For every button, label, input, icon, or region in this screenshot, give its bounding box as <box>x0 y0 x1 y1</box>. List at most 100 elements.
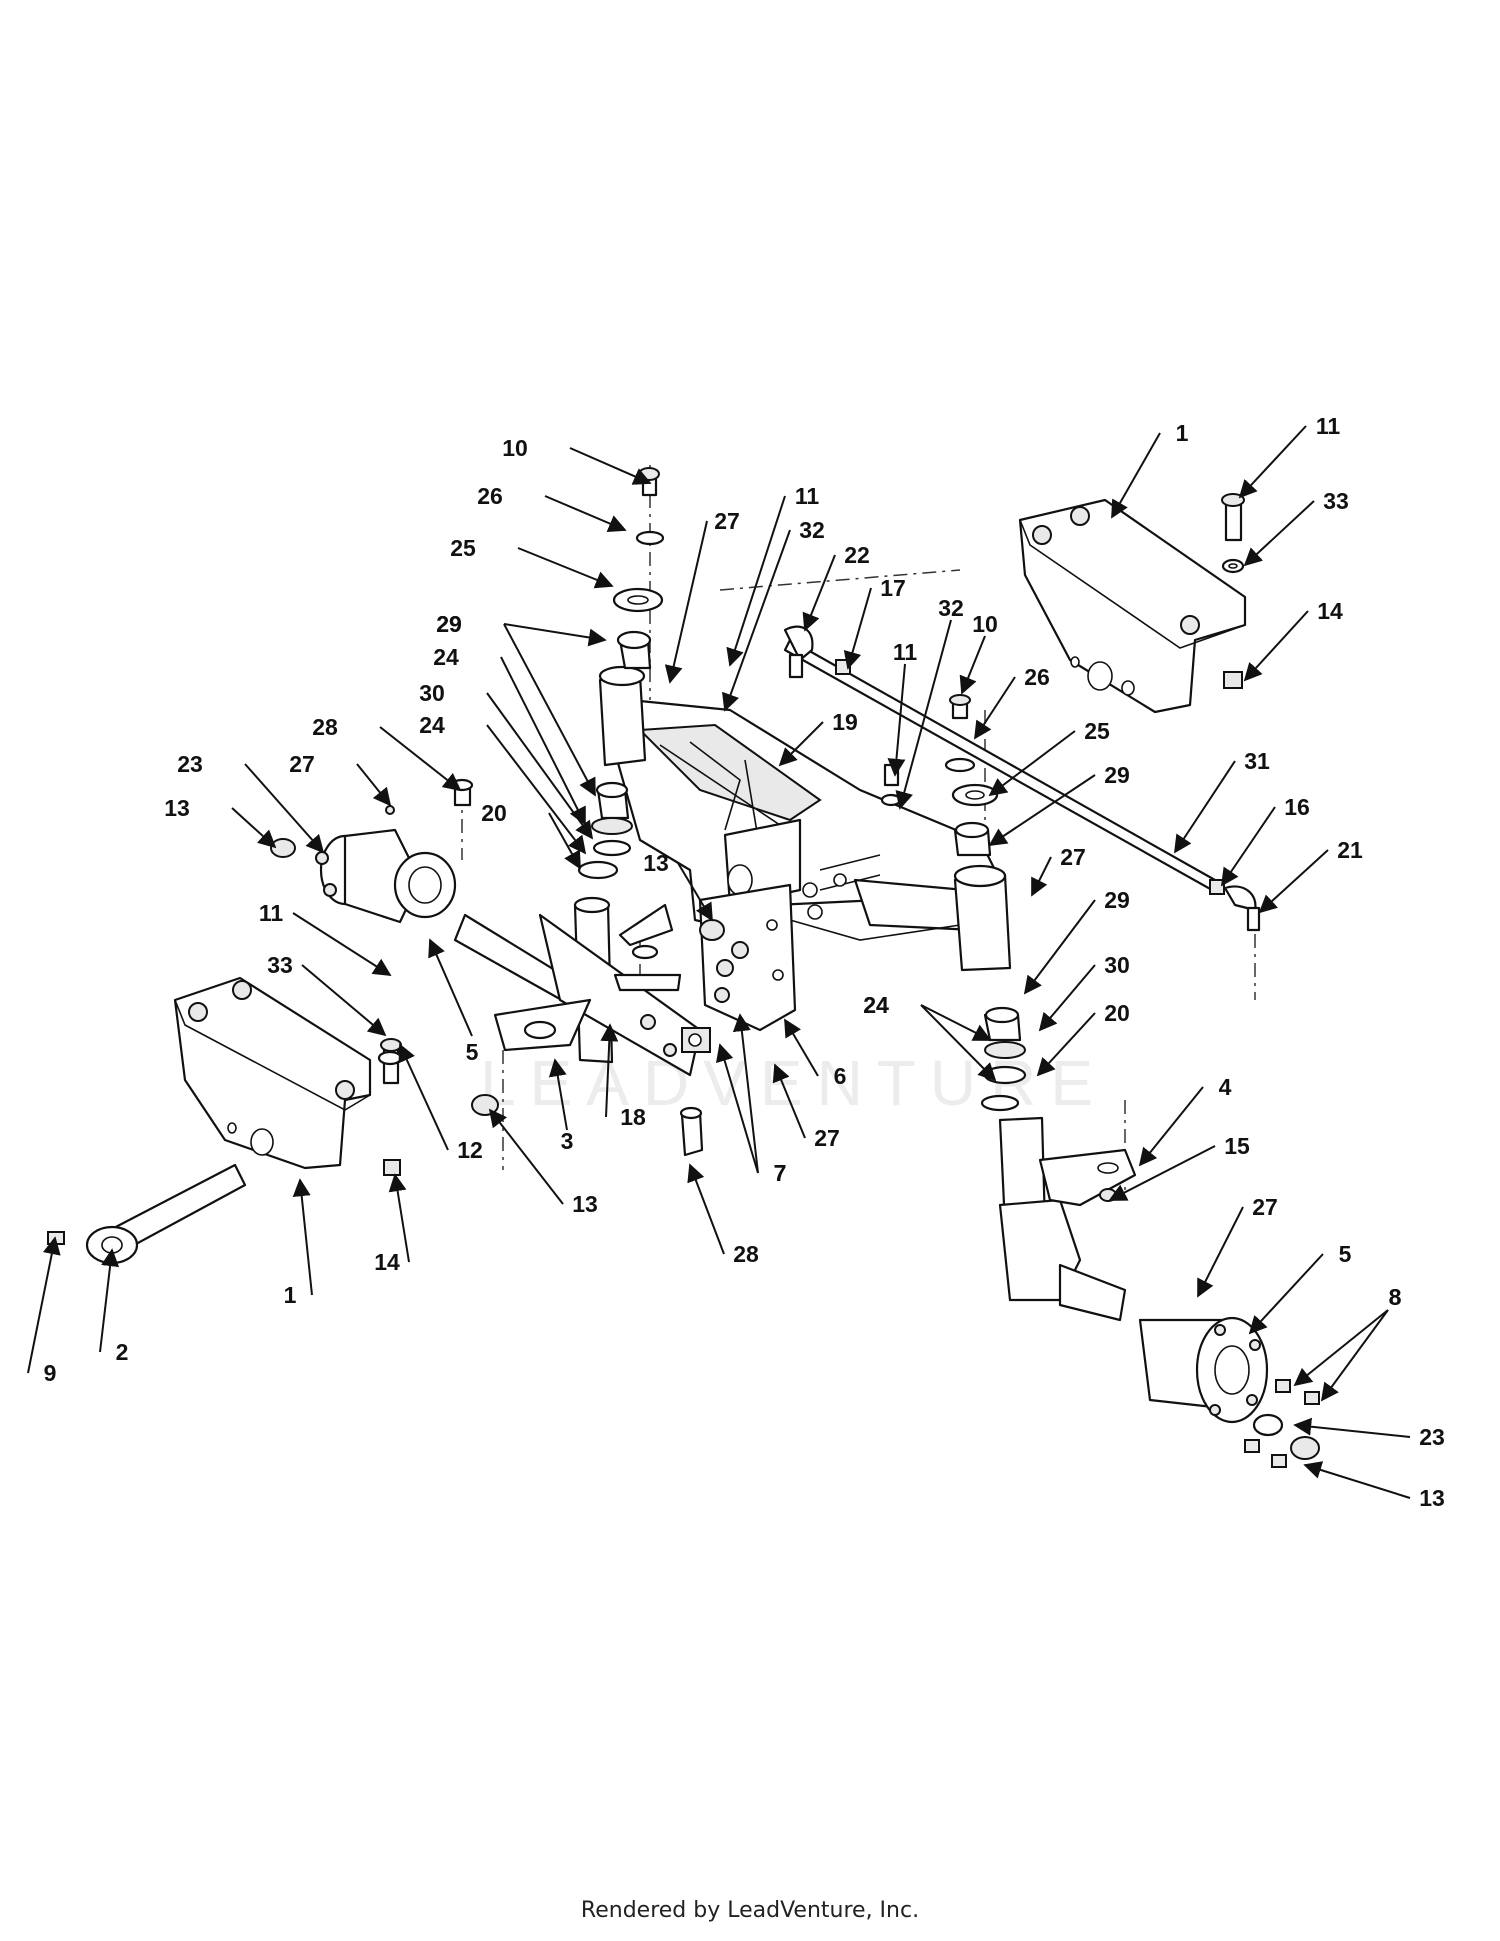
callout-c-20-right: 20 <box>1036 1000 1130 1077</box>
callout-c-27-left: 27 <box>289 751 392 807</box>
callout-leader <box>388 1173 410 1263</box>
callout-c-16: 16 <box>1220 794 1310 887</box>
steering-plate <box>698 883 797 1032</box>
callout-leader <box>486 724 587 855</box>
callout-c-14-top: 14 <box>1243 598 1343 682</box>
callout-number: 25 <box>1084 718 1110 744</box>
right-spindle <box>998 1116 1137 1322</box>
callout-leader <box>99 1248 120 1353</box>
callout-leader <box>244 763 325 854</box>
callout-number: 11 <box>259 900 284 926</box>
callout-leader <box>715 1043 759 1174</box>
callout-leader <box>772 1063 806 1139</box>
callout-c-11-left: 11 <box>259 900 392 976</box>
callout-leader <box>548 1058 568 1131</box>
callout-c-3: 3 <box>548 1058 573 1154</box>
callout-c-31: 31 <box>1174 748 1270 854</box>
callout-leader <box>687 1163 725 1255</box>
callout-leader <box>722 529 791 712</box>
callout-number: 33 <box>1323 488 1349 514</box>
callout-c-24-right-b: 24 <box>863 992 997 1082</box>
right-wheel-hub <box>1138 1316 1320 1468</box>
callout-number: 6 <box>834 1063 847 1089</box>
callout-c-13-right: 13 <box>1303 1461 1445 1511</box>
callout-leader <box>503 623 607 647</box>
callout-leader <box>398 1043 449 1151</box>
callout-c-28-lower: 28 <box>687 1163 759 1267</box>
callout-leader <box>1238 425 1307 499</box>
callout-c-2: 2 <box>99 1248 128 1365</box>
callout-c-18: 18 <box>600 1023 646 1130</box>
right-spindle-stack <box>880 694 1027 1112</box>
callout-leader <box>600 1023 619 1118</box>
callout-leader <box>356 763 392 807</box>
callout-number: 26 <box>477 483 503 509</box>
callout-leader <box>1197 1206 1244 1298</box>
callout-c-1-top: 1 <box>1111 420 1189 519</box>
callout-number: 27 <box>1252 1194 1278 1220</box>
callout-leader <box>732 1013 759 1174</box>
callout-number: 24 <box>863 992 889 1018</box>
callout-leader <box>1023 899 1096 995</box>
callout-number: 8 <box>1389 1284 1402 1310</box>
callout-number: 17 <box>880 575 906 601</box>
callout-leader <box>503 623 596 797</box>
callout-c-10-right: 10 <box>959 611 998 695</box>
callout-number: 29 <box>436 611 462 637</box>
callout-c-21: 21 <box>1258 837 1363 914</box>
callout-c-32-mid: 32 <box>722 517 825 712</box>
callout-number: 24 <box>863 992 889 1018</box>
callout-c-8-b: 8 <box>1320 1284 1402 1402</box>
callout-leader <box>895 619 952 810</box>
callout-number: 9 <box>44 1360 57 1386</box>
main-frame <box>608 698 1002 941</box>
callout-leader <box>920 1004 997 1082</box>
callout-c-11-right: 11 <box>887 639 917 777</box>
callout-leader <box>569 447 652 485</box>
callout-leader <box>488 1108 564 1205</box>
callout-number: 13 <box>643 850 669 876</box>
callout-leader <box>988 774 1096 846</box>
callout-c-29-right-b: 29 <box>1023 887 1130 995</box>
callout-number: 32 <box>938 595 964 621</box>
callout-c-24-right-a: 24 <box>863 992 992 1041</box>
callout-c-4: 4 <box>1138 1074 1232 1167</box>
callout-number: 28 <box>312 714 338 740</box>
hardware-upper-right <box>1221 493 1245 689</box>
callout-c-11-mid: 11 <box>726 483 820 667</box>
callout-number: 30 <box>1104 952 1130 978</box>
callout-c-13-lower: 13 <box>488 1108 598 1217</box>
callout-leader <box>292 912 392 976</box>
callout-leader <box>677 862 713 922</box>
callout-c-29-right-top: 29 <box>988 762 1130 846</box>
callout-c-27-mid: 27 <box>664 508 740 684</box>
callout-c-7-b: 7 <box>732 1013 786 1186</box>
callout-number: 4 <box>1219 1074 1232 1100</box>
callout-leader <box>1174 760 1236 854</box>
callout-c-23-left: 23 <box>177 751 325 854</box>
callout-c-14-left: 14 <box>374 1173 410 1275</box>
callout-number: 10 <box>972 611 998 637</box>
callout-number: 33 <box>267 952 293 978</box>
callout-number: 32 <box>799 517 825 543</box>
footer-credit: Rendered by LeadVenture, Inc. <box>580 1898 920 1923</box>
callout-number: 11 <box>795 483 820 509</box>
callout-number: 24 <box>419 712 445 738</box>
callout-leader <box>1243 500 1315 567</box>
callout-number: 21 <box>1337 837 1363 863</box>
callout-leader <box>1220 806 1276 887</box>
callout-leader <box>544 495 627 532</box>
callout-c-1-left: 1 <box>284 1178 313 1308</box>
callout-leader <box>843 587 872 670</box>
callout-number: 11 <box>1316 413 1341 439</box>
callout-c-8-a: 8 <box>1293 1284 1402 1387</box>
callout-c-29-left-a: 29 <box>436 611 607 647</box>
callout-number: 22 <box>844 542 870 568</box>
callout-leader <box>500 656 586 826</box>
callout-number: 8 <box>1389 1284 1402 1310</box>
callout-number: 30 <box>419 680 445 706</box>
callout-c-6: 6 <box>784 1018 847 1089</box>
callout-number: 14 <box>374 1249 400 1275</box>
callout-c-33-top: 33 <box>1243 488 1349 567</box>
